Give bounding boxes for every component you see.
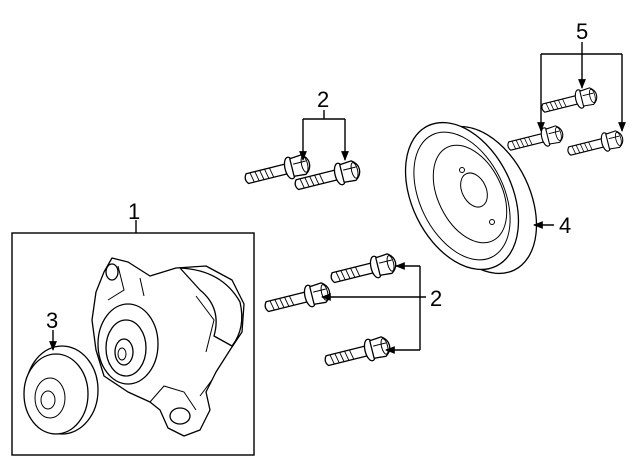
callout-2-upper: 2 [317, 87, 329, 112]
water-pump [91, 257, 245, 437]
callout-1: 1 [128, 199, 140, 224]
callout-2-lower: 2 [430, 286, 442, 311]
bolt [328, 250, 399, 290]
leader-line [303, 110, 345, 120]
bolt [262, 279, 333, 319]
bolt [322, 333, 393, 373]
pump-assembly-box [11, 232, 255, 456]
callout-3: 3 [46, 308, 58, 333]
pump-pulley [23, 345, 99, 435]
bolt [565, 128, 626, 162]
callout-5: 5 [576, 19, 588, 44]
bolt [505, 123, 566, 157]
drive-pulley [404, 121, 538, 275]
callout-4: 4 [559, 213, 571, 238]
bolt [539, 85, 600, 119]
